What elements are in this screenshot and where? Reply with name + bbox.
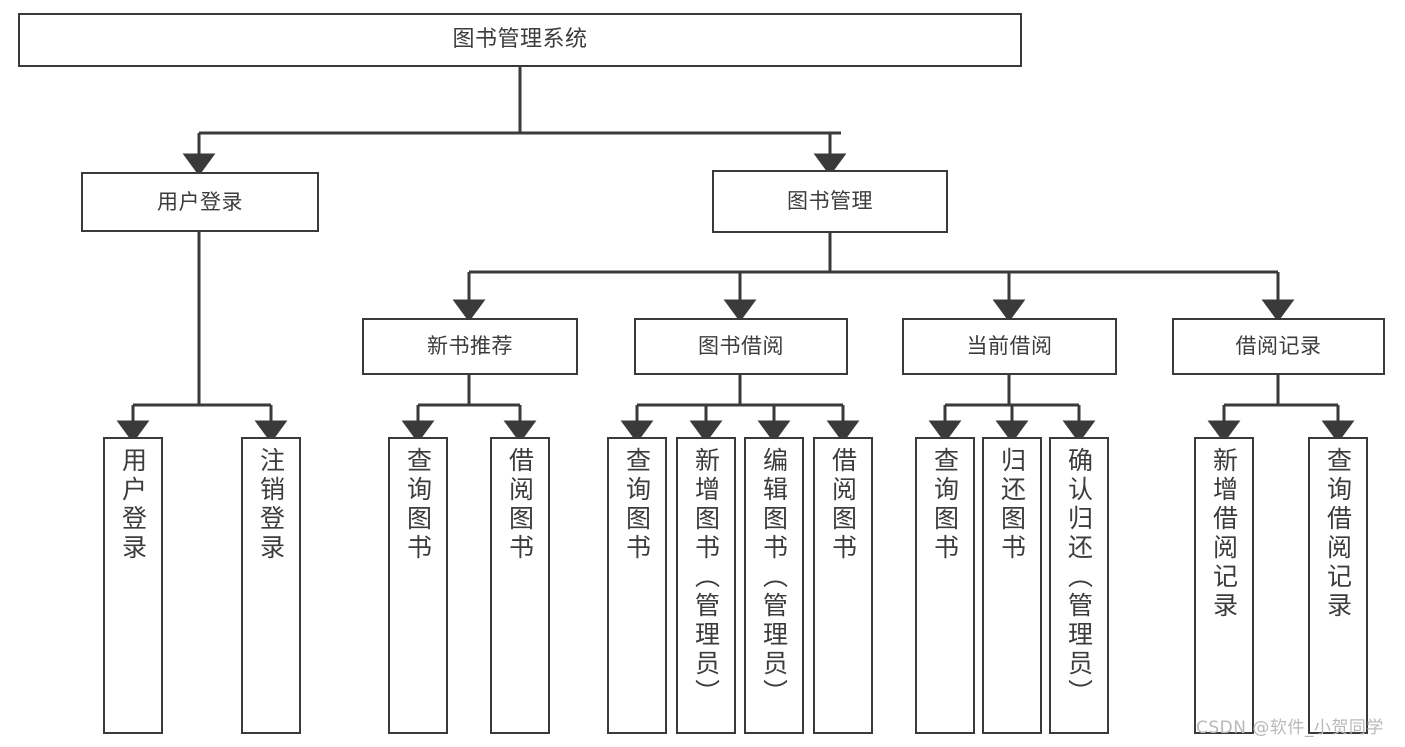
leaf-borrow-record-query[interactable]: 查询借阅记录 bbox=[1308, 437, 1368, 734]
node-label: 注销登录 bbox=[256, 447, 286, 563]
node-label: 新书推荐 bbox=[427, 334, 513, 359]
node-label: 新增图书（管理员） bbox=[691, 447, 721, 708]
node-label: 图书管理 bbox=[787, 189, 873, 214]
csdn-watermark: CSDN @软件_小贺同学 bbox=[1196, 718, 1384, 738]
node-label: 用户登录 bbox=[118, 447, 148, 563]
node-label: 编辑图书（管理员） bbox=[759, 447, 789, 708]
node-root-book-management-system[interactable]: 图书管理系统 bbox=[18, 13, 1022, 67]
leaf-user-login-logout[interactable]: 注销登录 bbox=[241, 437, 301, 734]
leaf-current-borrow-query[interactable]: 查询图书 bbox=[915, 437, 975, 734]
leaf-borrow-record-add[interactable]: 新增借阅记录 bbox=[1194, 437, 1254, 734]
node-label: 查询图书 bbox=[403, 447, 433, 563]
node-label: 查询图书 bbox=[930, 447, 960, 563]
node-current-borrowing[interactable]: 当前借阅 bbox=[902, 318, 1117, 375]
node-label: 查询图书 bbox=[622, 447, 652, 563]
node-user-login[interactable]: 用户登录 bbox=[81, 172, 319, 232]
node-label: 用户登录 bbox=[157, 189, 243, 214]
node-book-borrowing[interactable]: 图书借阅 bbox=[634, 318, 848, 375]
node-label: 借阅图书 bbox=[828, 447, 858, 563]
leaf-current-borrow-return[interactable]: 归还图书 bbox=[982, 437, 1042, 734]
leaf-new-book-borrow[interactable]: 借阅图书 bbox=[490, 437, 550, 734]
node-label: 当前借阅 bbox=[966, 334, 1053, 359]
node-label: 归还图书 bbox=[997, 447, 1027, 563]
leaf-book-borrow-edit-admin[interactable]: 编辑图书（管理员） bbox=[744, 437, 804, 734]
leaf-book-borrow-borrow[interactable]: 借阅图书 bbox=[813, 437, 873, 734]
node-label: 图书借阅 bbox=[698, 334, 784, 359]
node-label: 查询借阅记录 bbox=[1323, 447, 1353, 621]
leaf-new-book-query[interactable]: 查询图书 bbox=[388, 437, 448, 734]
node-label: 借阅图书 bbox=[505, 447, 535, 563]
node-label: 确认归还（管理员） bbox=[1064, 447, 1094, 708]
leaf-current-borrow-confirm-admin[interactable]: 确认归还（管理员） bbox=[1049, 437, 1109, 734]
node-new-book-recommendation[interactable]: 新书推荐 bbox=[362, 318, 578, 375]
node-label: 新增借阅记录 bbox=[1209, 447, 1239, 621]
node-label: 借阅记录 bbox=[1235, 334, 1322, 359]
leaf-user-login-login[interactable]: 用户登录 bbox=[103, 437, 163, 734]
leaf-book-borrow-query[interactable]: 查询图书 bbox=[607, 437, 667, 734]
node-book-management[interactable]: 图书管理 bbox=[712, 170, 948, 233]
node-borrowing-records[interactable]: 借阅记录 bbox=[1172, 318, 1385, 375]
leaf-book-borrow-add-admin[interactable]: 新增图书（管理员） bbox=[676, 437, 736, 734]
node-label: 图书管理系统 bbox=[452, 27, 588, 53]
